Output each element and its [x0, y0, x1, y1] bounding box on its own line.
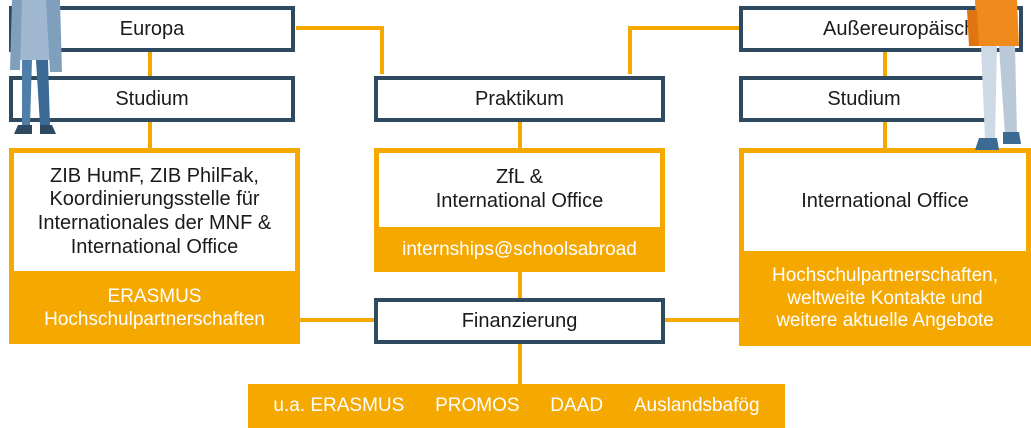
ausser-studium-box: Studium: [739, 76, 989, 122]
student-figure-right-illustration: [967, 0, 1021, 150]
ausser-contact-card: International Office Hochschulpartnersch…: [739, 148, 1031, 346]
student-figure-left-illustration: [10, 0, 62, 134]
europa-programs-text: ERASMUS Hochschulpartnerschaften: [44, 286, 265, 330]
ausser-contact-text: International Office: [744, 153, 1026, 251]
funding-item-promos: PROMOS: [435, 395, 520, 416]
connector-right-to-finanzierung-h: [660, 318, 742, 322]
finanzierung-box: Finanzierung: [374, 298, 665, 344]
connector-right-studium-down-v: [883, 120, 887, 150]
connector-ausser-to-praktikum-h: [628, 26, 742, 30]
connector-praktikum-left-v: [380, 26, 384, 74]
funding-item-auslandsbafoeg: Auslandsbafög: [633, 395, 760, 416]
praktikum-programs-text: internships@schoolsabroad: [402, 238, 637, 260]
ausser-programs-text: Hochschulpartnerschaften, weltweite Kont…: [771, 264, 998, 332]
europa-contact-card: ZIB HumF, ZIB PhilFak, Koordinierungsste…: [9, 148, 300, 344]
europa-contact-text: ZIB HumF, ZIB PhilFak, Koordinierungsste…: [14, 153, 295, 271]
connector-center-studium-down-v: [518, 120, 522, 150]
connector-praktikum-right-v: [628, 26, 632, 74]
connector-ausser-studium-v: [883, 50, 887, 80]
praktikum-contact-card: ZfL & International Office internships@s…: [374, 148, 665, 272]
praktikum-box: Praktikum: [374, 76, 665, 122]
europa-studium-box: Studium: [9, 76, 295, 122]
connector-left-to-finanzierung-h: [300, 318, 378, 322]
connector-europa-studium-v: [148, 50, 152, 80]
connector-finanzierung-to-bar-v: [518, 342, 522, 384]
funding-item-erasmus: u.a. ERASMUS: [273, 395, 405, 416]
connector-europa-to-praktikum-h: [296, 26, 384, 30]
connector-center-to-finanzierung-v: [518, 272, 522, 298]
funding-options-bar: u.a. ERASMUS PROMOS DAAD Auslandsbafög: [248, 384, 785, 428]
praktikum-contact-text: ZfL & International Office: [379, 153, 660, 227]
funding-item-daad: DAAD: [550, 395, 604, 416]
connector-left-studium-down-v: [148, 120, 152, 150]
